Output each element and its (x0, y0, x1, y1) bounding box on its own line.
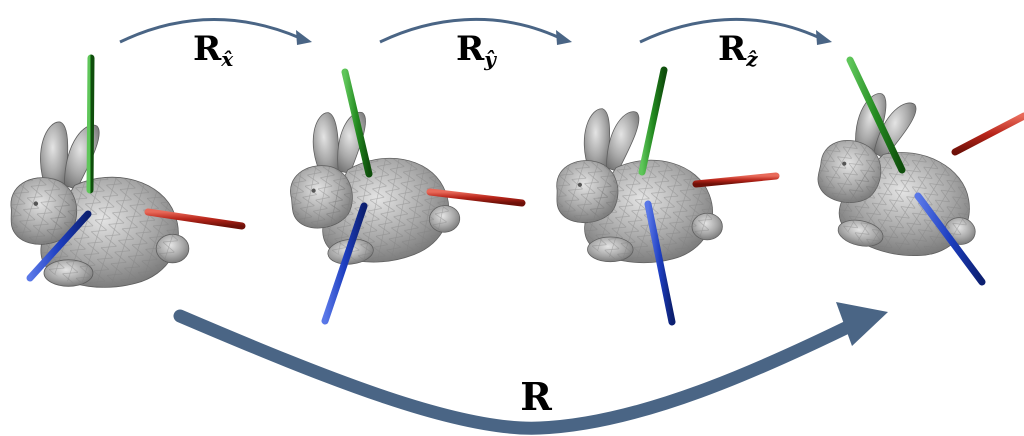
bunny-mesh-icon (10, 121, 190, 288)
bunny-2 (282, 68, 526, 325)
bunny-mesh-icon (282, 99, 464, 272)
axis-y-green (86, 54, 95, 194)
label-ry: Rŷ (456, 29, 497, 71)
bunny-4 (804, 56, 1024, 286)
label-rx: Rx̂ (193, 29, 234, 71)
axis-x-red (692, 172, 780, 188)
axis-z-blue (914, 192, 986, 286)
axis-y-green (341, 68, 373, 178)
label-rz: Rẑ (718, 29, 758, 71)
arrow-rz (639, 17, 832, 45)
axis-x-red (144, 208, 246, 230)
label-r-total: R (520, 374, 552, 419)
bunny-mesh-icon (804, 83, 1000, 270)
bunny-3 (556, 66, 780, 326)
axis-x-red (426, 188, 526, 207)
axis-z-blue (321, 202, 368, 325)
bunny-1 (10, 54, 246, 288)
axis-z-blue (644, 200, 676, 326)
arrow-rx (119, 17, 312, 45)
axis-y-green (638, 66, 668, 176)
axis-z-blue (26, 210, 92, 282)
axis-y-green (846, 56, 906, 174)
arrow-r-total (173, 302, 888, 435)
arrow-ry (379, 17, 572, 45)
axis-x-red (951, 112, 1024, 156)
